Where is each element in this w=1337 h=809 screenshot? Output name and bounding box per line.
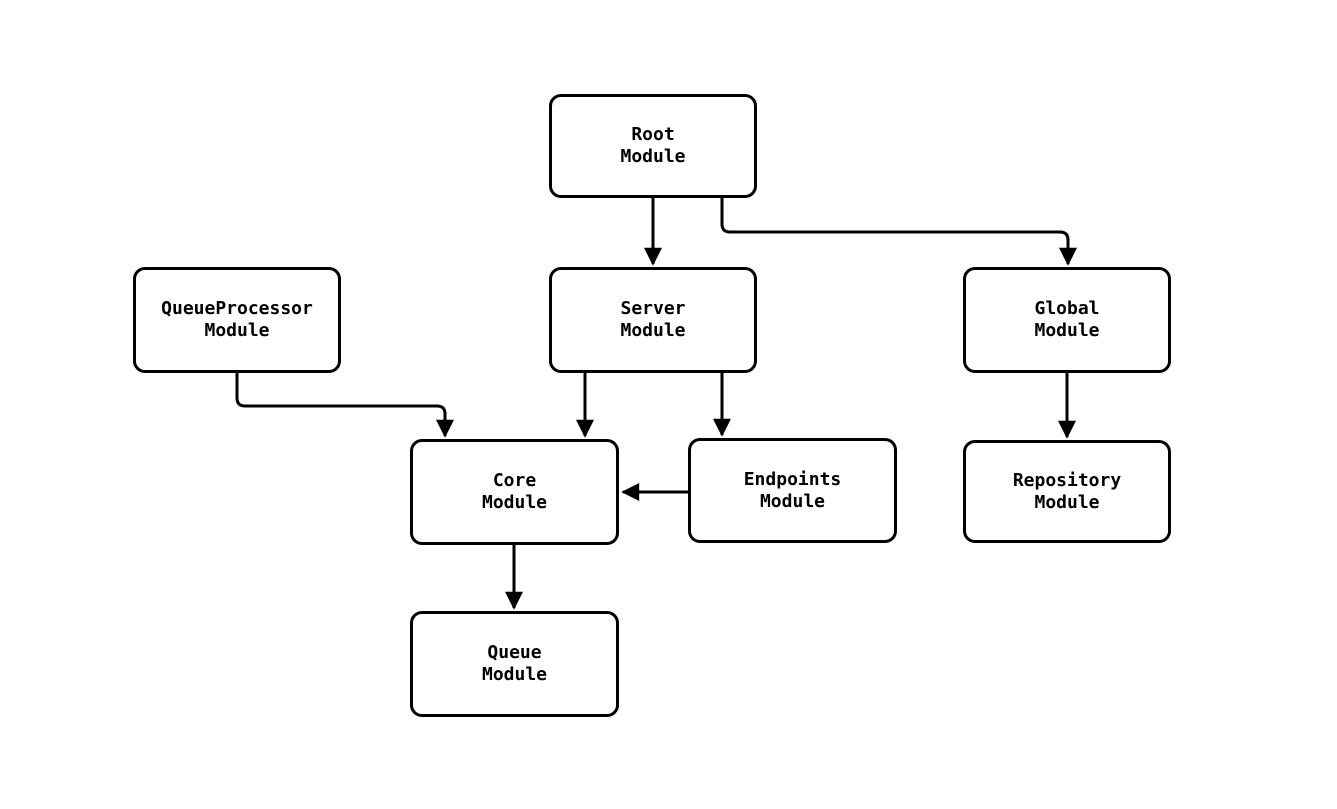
node-endpoints-module: Endpoints Module: [688, 438, 897, 543]
node-endpoints-module-label: Endpoints Module: [743, 468, 842, 512]
node-server-module-label: Server Module: [620, 298, 686, 341]
node-server-module: Server Module: [549, 267, 757, 373]
node-global-module: Global Module: [963, 267, 1171, 373]
node-queueprocessor-module: QueueProcessor Module: [133, 267, 341, 373]
node-core-module: Core Module: [410, 439, 619, 545]
node-queue-module: Queue Module: [410, 611, 619, 717]
node-global-module-label: Global Module: [1034, 298, 1100, 341]
node-repository-module: Repository Module: [963, 440, 1171, 543]
node-core-module-label: Core Module: [481, 470, 548, 513]
node-root-module-label: Root Module: [620, 124, 686, 167]
node-root-module: Root Module: [549, 94, 757, 198]
edge-queueprocessor-to-core: [235, 373, 454, 438]
node-queue-module-label: Queue Module: [481, 642, 548, 685]
node-repository-module-label: Repository Module: [1012, 469, 1122, 513]
edge-root-to-global: [720, 198, 1077, 266]
node-queueprocessor-module-label: QueueProcessor Module: [161, 298, 313, 341]
